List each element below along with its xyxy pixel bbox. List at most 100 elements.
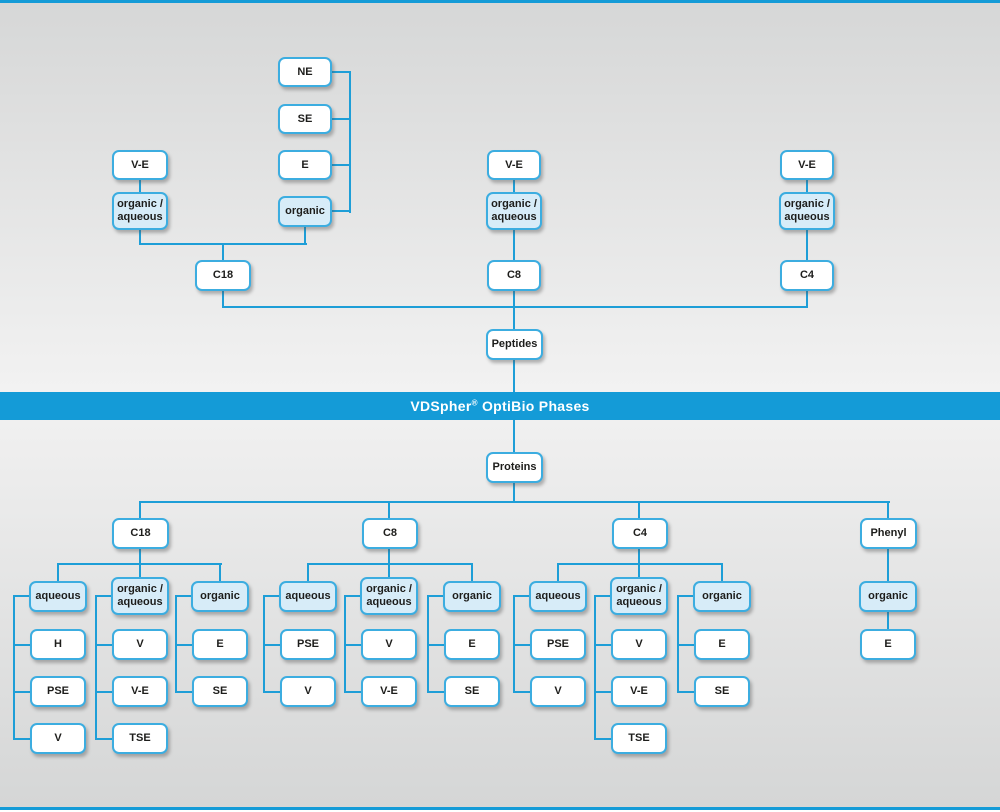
connector-line	[557, 563, 559, 583]
node-proteins-c4-organic: organic	[693, 581, 751, 612]
node-proteins-phenyl: Phenyl	[860, 518, 917, 549]
connector-line	[13, 691, 31, 693]
connector-line	[427, 595, 445, 597]
node-proteins-c8-aqueous-pse: PSE	[280, 629, 336, 660]
node-proteins-phenyl-organic-e: E	[860, 629, 916, 660]
connector-line	[331, 210, 351, 212]
connector-line	[594, 595, 612, 597]
top-border-rule	[0, 0, 1000, 3]
banner-title: VDSpher® OptiBio Phases	[410, 398, 589, 414]
connector-line	[677, 691, 695, 693]
connector-line	[677, 595, 695, 597]
connector-line	[13, 738, 31, 740]
connector-line	[344, 691, 362, 693]
node-proteins-c4-orgaq-ve: V-E	[611, 676, 667, 707]
node-proteins-c18-orgaq-v: V	[112, 629, 168, 660]
connector-line	[721, 563, 723, 583]
node-peptides-c18-se: SE	[278, 104, 332, 134]
connector-line	[331, 164, 351, 166]
connector-line	[95, 691, 113, 693]
node-peptides-c8-ve: V-E	[487, 150, 541, 180]
node-proteins-c8-orgaq-v: V	[361, 629, 417, 660]
node-proteins-c4-aqueous-pse: PSE	[530, 629, 586, 660]
connector-line	[307, 563, 473, 565]
node-peptides-c18-e: E	[278, 150, 332, 180]
node-proteins-c18-orgaq-ve: V-E	[112, 676, 168, 707]
node-peptides-c18-ne: NE	[278, 57, 332, 87]
connector-line	[175, 595, 193, 597]
node-proteins-c18-aqueous-pse: PSE	[30, 676, 86, 707]
connector-line	[13, 595, 15, 740]
node-peptides-c18-ve: V-E	[112, 150, 168, 180]
node-proteins-c18-orgaq-tse: TSE	[112, 723, 168, 754]
node-proteins-c8-organic: organic	[443, 581, 501, 612]
node-proteins-c4-organic-aqueous: organic / aqueous	[610, 577, 668, 615]
bottom-border-rule	[0, 807, 1000, 810]
connector-line	[427, 644, 445, 646]
connector-line	[331, 118, 351, 120]
connector-line	[331, 71, 351, 73]
connector-line	[95, 644, 113, 646]
connector-line	[594, 691, 612, 693]
node-proteins-c8-orgaq-ve: V-E	[361, 676, 417, 707]
connector-line	[594, 644, 612, 646]
connector-line	[594, 738, 612, 740]
connector-line	[344, 644, 362, 646]
connector-line	[513, 691, 531, 693]
node-peptides-c4-ve: V-E	[780, 150, 834, 180]
connector-line	[344, 595, 362, 597]
connector-line	[57, 563, 59, 583]
connector-line	[594, 595, 596, 740]
connector-line	[307, 563, 309, 583]
node-proteins-c18-aqueous-h: H	[30, 629, 86, 660]
connector-line	[95, 595, 97, 740]
node-proteins-c8-aqueous-v: V	[280, 676, 336, 707]
node-proteins-c4: C4	[612, 518, 668, 549]
connector-line	[263, 644, 281, 646]
node-peptides-c18: C18	[195, 260, 251, 291]
connector-line	[427, 691, 445, 693]
connector-line	[263, 595, 281, 597]
node-peptides: Peptides	[486, 329, 543, 360]
node-proteins-c4-aqueous: aqueous	[529, 581, 587, 612]
node-peptides-c18-organic: organic	[278, 196, 332, 227]
connector-line	[95, 595, 113, 597]
banner-brand: VDSpher	[410, 398, 472, 414]
node-peptides-c8: C8	[487, 260, 541, 291]
connector-line	[513, 644, 531, 646]
connector-line	[13, 644, 31, 646]
node-proteins-c18-aqueous: aqueous	[29, 581, 87, 612]
connector-line	[677, 644, 695, 646]
connector-line	[806, 165, 808, 308]
connector-line	[95, 738, 113, 740]
connector-line	[557, 563, 723, 565]
section-banner: VDSpher® OptiBio Phases	[0, 392, 1000, 420]
node-proteins: Proteins	[486, 452, 543, 483]
connector-line	[139, 501, 890, 503]
connector-line	[222, 306, 808, 308]
connector-line	[887, 501, 889, 641]
node-proteins-c18: C18	[112, 518, 169, 549]
node-proteins-c8-aqueous: aqueous	[279, 581, 337, 612]
node-proteins-c4-organic-se: SE	[694, 676, 750, 707]
node-proteins-c4-aqueous-v: V	[530, 676, 586, 707]
node-peptides-c18-organic-aqueous: organic / aqueous	[112, 192, 168, 230]
node-peptides-c8-organic-aqueous: organic / aqueous	[486, 192, 542, 230]
node-proteins-c4-organic-e: E	[694, 629, 750, 660]
node-proteins-c8-organic-aqueous: organic / aqueous	[360, 577, 418, 615]
registered-mark: ®	[471, 398, 478, 408]
node-proteins-c18-organic-aqueous: organic / aqueous	[111, 577, 169, 615]
connector-line	[175, 691, 193, 693]
node-proteins-c8-organic-e: E	[444, 629, 500, 660]
node-proteins-c18-organic-e: E	[192, 629, 248, 660]
banner-title-rest: OptiBio Phases	[477, 398, 590, 414]
node-peptides-c4: C4	[780, 260, 834, 291]
node-proteins-c4-orgaq-tse: TSE	[611, 723, 667, 754]
connector-line	[57, 563, 222, 565]
node-peptides-c4-organic-aqueous: organic / aqueous	[779, 192, 835, 230]
node-proteins-phenyl-organic: organic	[859, 581, 917, 612]
node-proteins-c18-aqueous-v: V	[30, 723, 86, 754]
connector-line	[471, 563, 473, 583]
connector-line	[304, 211, 306, 245]
connector-line	[263, 691, 281, 693]
